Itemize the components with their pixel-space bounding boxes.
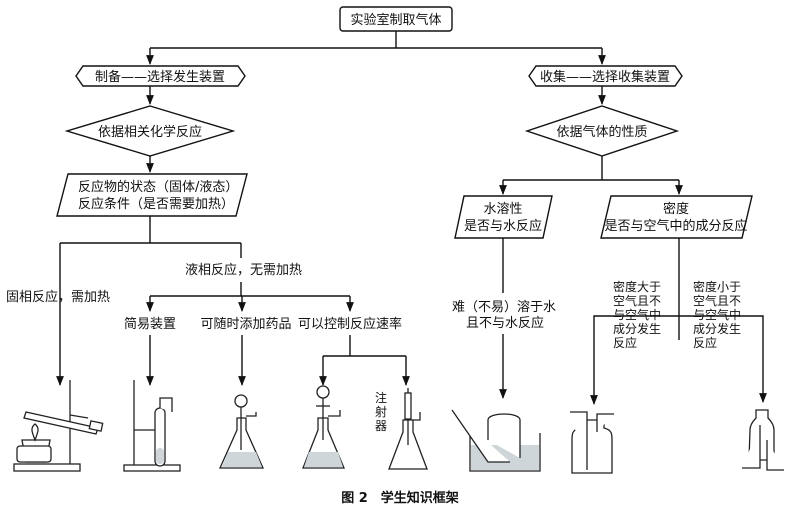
downward-air-bottle-apparatus-icon xyxy=(742,409,784,471)
svg-text:与空气中: 与空气中 xyxy=(613,307,661,322)
svg-text:成分发生: 成分发生 xyxy=(613,321,661,336)
option-simple-label: 简易装置 xyxy=(124,316,176,332)
solubility-node: 水溶性 是否与水反应 xyxy=(454,195,553,239)
prep-decision-label: 依据相关化学反应 xyxy=(98,124,202,140)
svg-text:注: 注 xyxy=(375,390,387,405)
prep-header-label: 制备——选择发生装置 xyxy=(95,69,225,85)
simple-apparatus-icon xyxy=(123,380,181,472)
funnel-flask-apparatus-icon xyxy=(218,394,265,469)
svg-text:反应: 反应 xyxy=(693,335,717,350)
density-node: 密度 是否与空气中的成分反应 xyxy=(600,195,753,239)
collect-decision-node: 依据气体的性质 xyxy=(524,105,680,157)
syringe-flask-apparatus-icon xyxy=(388,388,428,470)
option-add-label: 可随时添加药品 xyxy=(200,317,291,332)
root-node: 实验室制取气体 xyxy=(339,6,453,32)
arrow xyxy=(679,315,767,403)
option-control-label: 可以控制反应速率 xyxy=(298,316,402,332)
svg-text:反应: 反应 xyxy=(613,335,637,350)
denser-label: 密度大于 空气且不 与空气中 成分发生 反应 xyxy=(613,279,661,350)
svg-text:成分发生: 成分发生 xyxy=(693,321,741,336)
upward-air-bottle-apparatus-icon xyxy=(570,411,614,474)
collect-header-label: 收集——选择收集装置 xyxy=(540,69,670,85)
svg-text:是否与空气中的成分反应: 是否与空气中的成分反应 xyxy=(604,218,747,234)
arrow xyxy=(590,315,679,405)
prep-decision-node: 依据相关化学反应 xyxy=(64,105,236,157)
water-method-line-1: 难（不易）溶于水 xyxy=(452,300,556,315)
solid-heating-apparatus-icon xyxy=(13,380,104,472)
svg-text:密度: 密度 xyxy=(663,201,689,217)
lighter-label: 密度小于 空气且不 与空气中 成分发生 反应 xyxy=(693,279,741,350)
svg-text:与空气中: 与空气中 xyxy=(693,307,741,322)
svg-text:是否与水反应: 是否与水反应 xyxy=(464,218,542,234)
svg-text:密度大于: 密度大于 xyxy=(613,279,661,294)
prep-header-node: 制备——选择发生装置 xyxy=(75,65,246,87)
prep-criteria-node: 反应物的状态（固体/液态） 反应条件（是否需要加热） xyxy=(56,173,248,217)
svg-text:射: 射 xyxy=(375,404,387,419)
collect-header-node: 收集——选择收集装置 xyxy=(528,65,683,87)
root-label: 实验室制取气体 xyxy=(350,12,441,28)
solid-heat-label: 固相反应，需加热 xyxy=(6,289,110,305)
criteria-line-1: 反应物的状态（固体/液态） xyxy=(78,179,238,195)
svg-text:器: 器 xyxy=(375,419,387,433)
svg-text:空气且不: 空气且不 xyxy=(693,293,741,308)
syringe-label: 注 射 器 xyxy=(375,390,387,433)
water-displacement-apparatus-icon xyxy=(451,409,541,472)
figure-caption: 图 2 学生知识框架 xyxy=(341,490,459,506)
collect-decision-label: 依据气体的性质 xyxy=(556,124,647,140)
criteria-line-2: 反应条件（是否需要加热） xyxy=(78,196,234,212)
valve-flask-apparatus-icon xyxy=(302,385,345,469)
svg-text:密度小于: 密度小于 xyxy=(693,279,741,294)
liquid-noheat-label: 液相反应，无需加热 xyxy=(185,262,302,278)
water-method-line-2: 且不与水反应 xyxy=(466,315,544,331)
svg-text:空气且不: 空气且不 xyxy=(613,293,661,308)
svg-text:水溶性: 水溶性 xyxy=(483,202,522,217)
